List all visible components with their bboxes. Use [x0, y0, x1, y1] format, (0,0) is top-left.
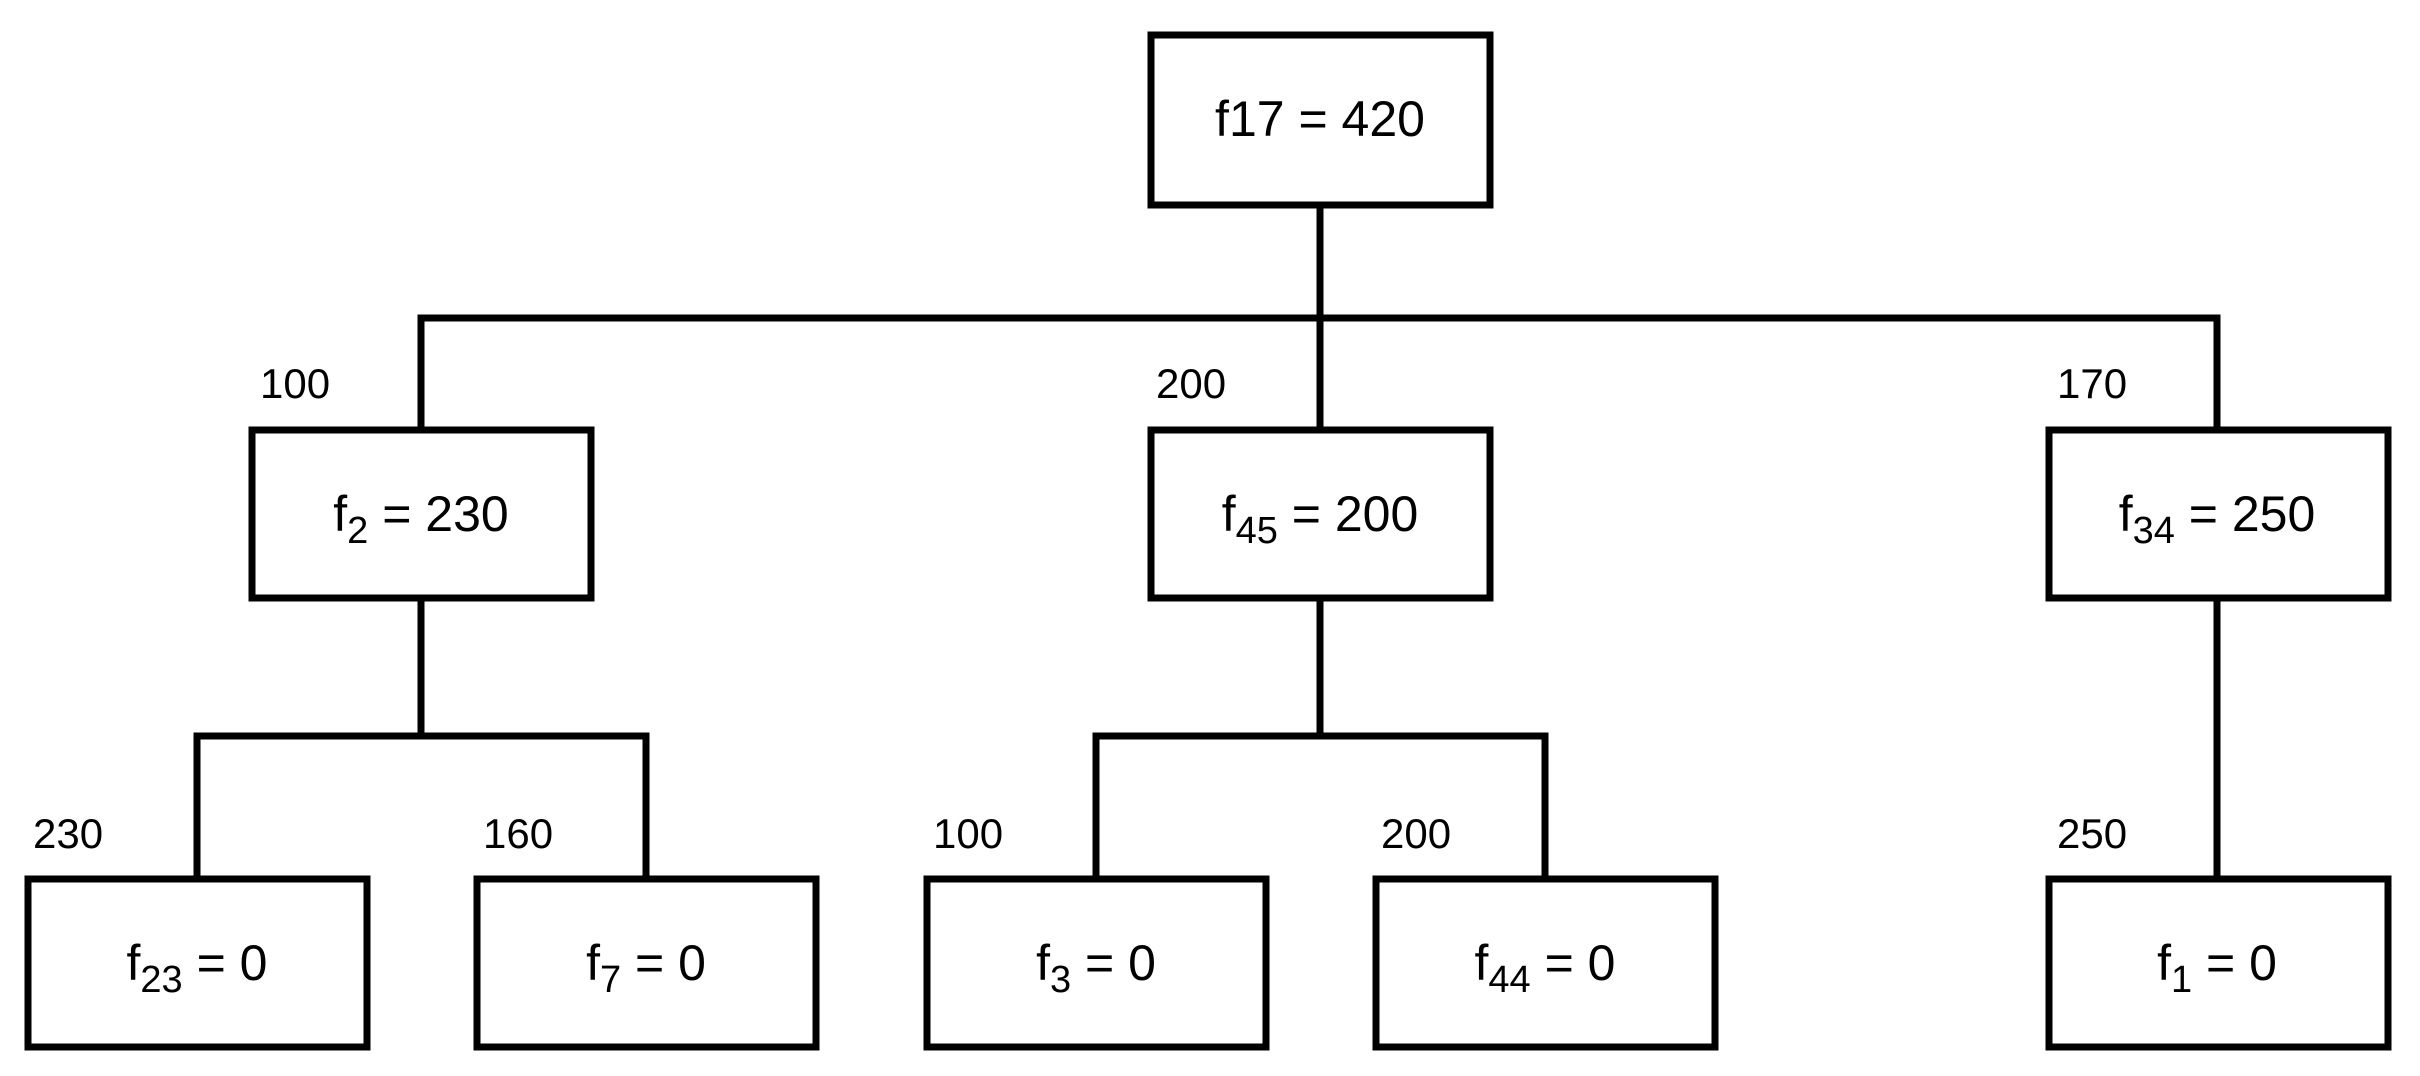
edge-label-f45: 200: [1156, 360, 1226, 407]
node-root: f17 = 420: [1147, 31, 1494, 209]
node-label-f7: f7 = 0: [586, 935, 706, 1001]
node-label-f45: f45 = 200: [1222, 486, 1419, 552]
node-f2: f2 = 230: [248, 426, 595, 602]
edge-label-f34: 170: [2057, 360, 2127, 407]
node-f23: f23 = 0: [24, 875, 371, 1051]
node-label-f34: f34 = 250: [2119, 486, 2316, 552]
node-f44: f44 = 0: [1372, 875, 1719, 1051]
edge-label-f7: 160: [483, 810, 553, 857]
edge-label-f23: 230: [33, 810, 103, 857]
node-box-f3: [923, 875, 1270, 1051]
node-f34: f34 = 250: [2045, 426, 2392, 602]
edge-label-f1: 250: [2057, 810, 2127, 857]
node-box-f45: [1147, 426, 1494, 602]
node-label-f23: f23 = 0: [127, 935, 268, 1001]
node-f3: f3 = 0: [923, 875, 1270, 1051]
node-label-f17: f17 = 420: [1215, 91, 1425, 147]
edge-label-f44: 200: [1381, 810, 1451, 857]
node-box-f2: [248, 426, 595, 602]
node-label-f3: f3 = 0: [1036, 935, 1156, 1001]
node-box-f34: [2045, 426, 2392, 602]
node-box-f1: [2045, 875, 2392, 1051]
node-box-f17: [1147, 31, 1494, 209]
node-box-f23: [24, 875, 371, 1051]
node-label-f44: f44 = 0: [1475, 935, 1616, 1001]
edge-label-f3: 100: [933, 810, 1003, 857]
edge-label-f2: 100: [260, 360, 330, 407]
edge-labels: 100 200 170 230 160 100 200 250: [33, 360, 2127, 857]
node-label-f1: f1 = 0: [2157, 935, 2277, 1001]
node-label-f2: f2 = 230: [333, 486, 508, 552]
node-box-f44: [1372, 875, 1719, 1051]
node-f7: f7 = 0: [473, 875, 820, 1051]
node-f1: f1 = 0: [2045, 875, 2392, 1051]
node-f45: f45 = 200: [1147, 426, 1494, 602]
node-box-f7: [473, 875, 820, 1051]
connectors: [193, 201, 2221, 883]
